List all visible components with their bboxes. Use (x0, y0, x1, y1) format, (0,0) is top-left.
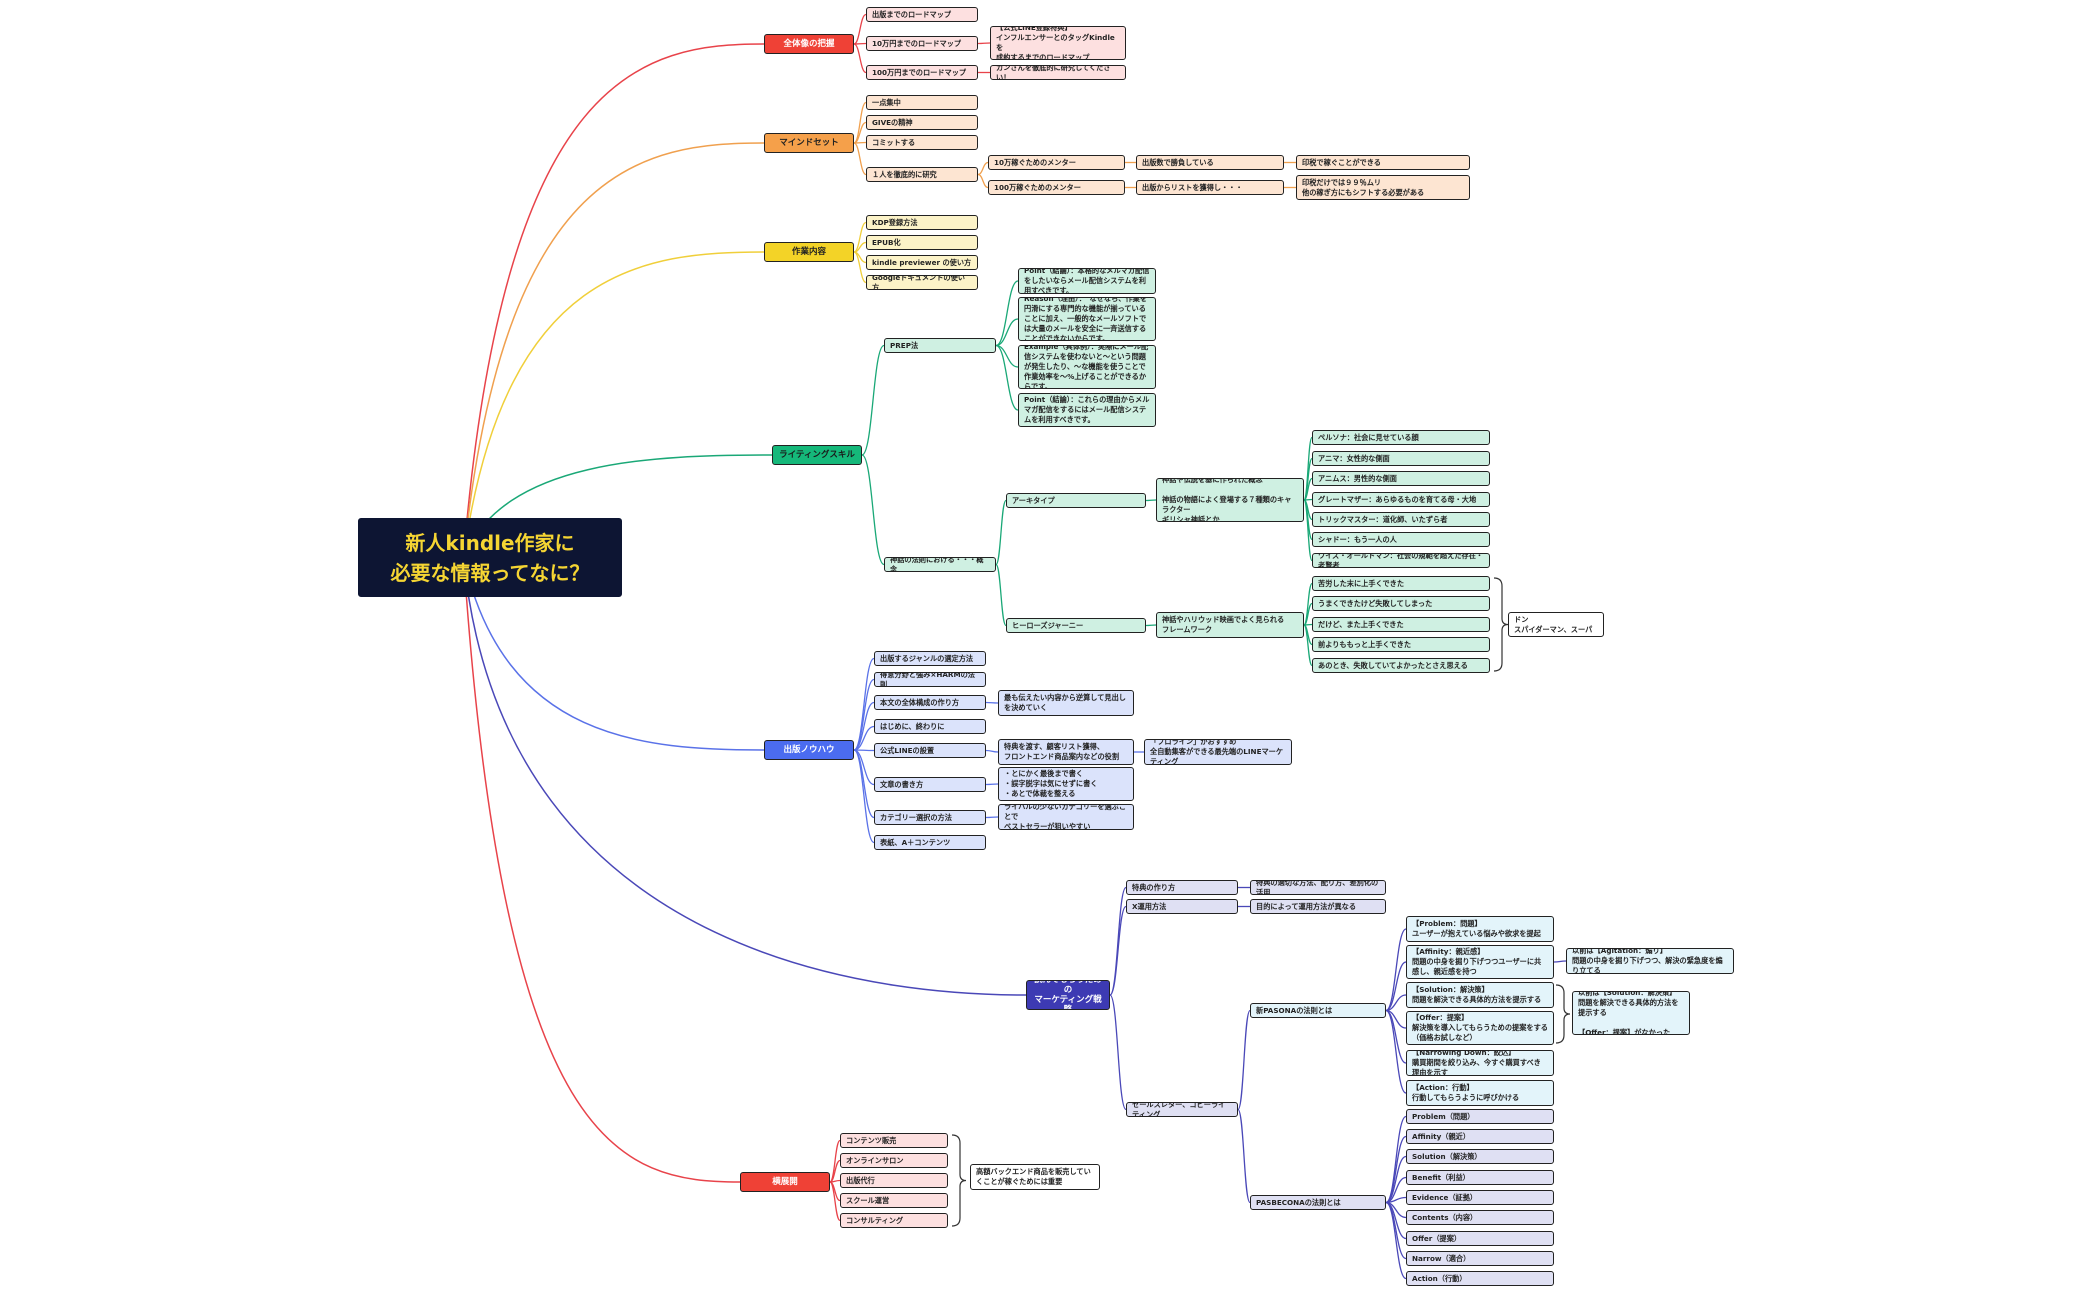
mind-mentor-10[interactable]: 10万稼ぐためのメンター (988, 155, 1125, 170)
mind-mentor-10-sub2[interactable]: 印税で稼ぐことができる (1296, 155, 1470, 170)
myth-hero[interactable]: ヒーローズジャーニー (1006, 618, 1146, 633)
market-bonus-sub[interactable]: 特典の適切な方法、配り方、差別化の活用 (1250, 880, 1386, 895)
writing-myth[interactable]: 神話の法則における・・・概念 (884, 557, 996, 572)
zentai-item-2[interactable]: 10万円までのロードマップ (866, 36, 978, 51)
know-item-2[interactable]: 得意分野と強み×HARMの法則 (874, 672, 986, 687)
kitei-item-5[interactable]: コンサルティング (840, 1213, 948, 1228)
zentai-line-bonus[interactable]: 【公式LINE登録特典】 インフルエンサーとのタッグKindleを 成約するまで… (990, 26, 1126, 60)
know-item-7[interactable]: カテゴリー選択の方法 (874, 810, 986, 825)
sagyo-item-1[interactable]: KDP登録方法 (866, 215, 978, 230)
know-line-sub[interactable]: 特典を渡す、顧客リスト獲得、 フロントエンド商品案内などの役割 (998, 739, 1134, 765)
pasona-title[interactable]: 新PASONAの法則とは (1250, 1003, 1386, 1018)
pasona-old-note[interactable]: 以前は【Solution：解決策】 問題を解決できる具体的方法を提示する 【Of… (1572, 991, 1690, 1035)
pasbecona-3[interactable]: Solution（解決策） (1406, 1149, 1554, 1164)
kitei-summary[interactable]: 高額バックエンド商品を販売していくことが稼ぐためには重要 (970, 1164, 1100, 1190)
market-x[interactable]: X運用方法 (1126, 899, 1238, 914)
pasbecona-5[interactable]: Evidence（証拠） (1406, 1190, 1554, 1205)
pasbecona-9[interactable]: Action（行動） (1406, 1271, 1554, 1286)
prep-example[interactable]: Example（具体例）：実際にメール配信システムを使わないと〜という問題が発生… (1018, 345, 1156, 389)
know-item-8[interactable]: 表紙、A＋コンテンツ (874, 835, 986, 850)
mind-mentor-100-sub2[interactable]: 印税だけでは９９％ムリ 他の稼ぎ方にもシフトする必要がある (1296, 175, 1470, 200)
pasbecona-1[interactable]: Problem（問題） (1406, 1109, 1554, 1124)
archetype-1[interactable]: ペルソナ：社会に見せている顔 (1312, 430, 1490, 445)
pasona-6[interactable]: 【Action：行動】 行動してもらうように呼びかける (1406, 1080, 1554, 1106)
know-structure-sub[interactable]: 最も伝えたい内容から逆算して見出しを決めていく (998, 690, 1134, 716)
pasona-1[interactable]: 【Problem：問題】 ユーザーが抱えている悩みや欲求を提起 (1406, 916, 1554, 942)
branch-zentai[interactable]: 全体像の把握 (764, 34, 854, 54)
mind-mentor-100-sub[interactable]: 出版からリストを獲得し・・・ (1136, 180, 1284, 195)
zentai-kan[interactable]: カンさんを徹底的に研究してください！ (990, 65, 1126, 80)
writing-prep[interactable]: PREP法 (884, 338, 996, 353)
central-topic[interactable]: 新人kindle作家に 必要な情報ってなに？ (358, 518, 622, 597)
market-x-sub[interactable]: 目的によって運用方法が異なる (1250, 899, 1386, 914)
hero-3[interactable]: だけど、また上手くできた (1312, 617, 1490, 632)
pasona-agitation-note[interactable]: 以前は【Agitation：煽り】 問題の中身を掘り下げつつ、解決の緊急度を煽り… (1566, 948, 1734, 974)
prep-reason[interactable]: Reason（理由）： なぜなら、作業を円滑にする専門的な機能が揃っていることに… (1018, 297, 1156, 341)
archetype-5[interactable]: トリックマスター：道化師、いたずら者 (1312, 512, 1490, 527)
kitei-item-1[interactable]: コンテンツ販売 (840, 1133, 948, 1148)
sagyo-item-2[interactable]: EPUB化 (866, 235, 978, 250)
know-writing-sub[interactable]: ・とにかく最後まで書く ・誤字脱字は気にせずに書く ・あとで体裁を整える (998, 767, 1134, 801)
know-item-1[interactable]: 出版するジャンルの選定方法 (874, 651, 986, 666)
mind-mentor-10-sub[interactable]: 出版数で勝負している (1136, 155, 1284, 170)
prep-point-2[interactable]: Point（結論）：これらの理由からメルマガ配信をするにはメール配信システムを利… (1018, 393, 1156, 427)
know-category-sub[interactable]: ライバルの少ないカテゴリーを選ぶことで ベストセラーが狙いやすい (998, 804, 1134, 830)
pasbecona-4[interactable]: Benefit（利益） (1406, 1170, 1554, 1185)
know-proline[interactable]: 「プロライン」がおすすめ 全自動集客ができる最先端のLINEマーケティング (1144, 739, 1292, 765)
pasbecona-6[interactable]: Contents（内容） (1406, 1210, 1554, 1225)
branch-writing[interactable]: ライティングスキル (772, 445, 862, 465)
mind-item-1[interactable]: 一点集中 (866, 95, 978, 110)
archetype-3[interactable]: アニムス：男性的な側面 (1312, 471, 1490, 486)
branch-kitei[interactable]: 横展開 (740, 1172, 830, 1192)
hero-desc[interactable]: 神話やハリウッド映画でよく見られる フレームワーク (1156, 612, 1304, 638)
pasbecona-2[interactable]: Affinity（親近） (1406, 1129, 1554, 1144)
know-item-3[interactable]: 本文の全体構成の作り方 (874, 695, 986, 710)
archetype-7[interactable]: ワイズ・オールドマン：社会の規範を超えた存在・老賢者 (1312, 553, 1490, 568)
pasona-3[interactable]: 【Solution：解決策】 問題を解決できる具体的方法を提示する (1406, 982, 1554, 1008)
branch-know[interactable]: 出版ノウハウ (764, 740, 854, 760)
kitei-item-2[interactable]: オンラインサロン (840, 1153, 948, 1168)
mind-item-4[interactable]: １人を徹底的に研究 (866, 167, 978, 182)
know-item-4[interactable]: はじめに、終わりに (874, 719, 986, 734)
pasbecona-7[interactable]: Offer（提案） (1406, 1231, 1554, 1246)
know-item-6[interactable]: 文章の書き方 (874, 777, 986, 792)
prep-point[interactable]: Point（結論）：本格的なメルマガ配信をしたいならメール配信システムを利用すべ… (1018, 268, 1156, 294)
market-bonus[interactable]: 特典の作り方 (1126, 880, 1238, 895)
archetype-4[interactable]: グレートマザー：あらゆるものを育てる母・大地 (1312, 492, 1490, 507)
archetype-6[interactable]: シャドー：もう一人の人 (1312, 532, 1490, 547)
mind-item-2[interactable]: GIVEの精神 (866, 115, 978, 130)
sagyo-item-4[interactable]: Googleドキュメントの使い方 (866, 275, 978, 290)
hero-5[interactable]: あのとき、失敗していてよかったとさえ思える (1312, 658, 1490, 673)
market-sales[interactable]: セールスレター、コピーライティング (1126, 1102, 1238, 1117)
pasona-2[interactable]: 【Affinity：親近感】 問題の中身を掘り下げつつユーザーに共感し、親近感を… (1406, 945, 1554, 979)
branch-mind[interactable]: マインドセット (764, 133, 854, 153)
pasona-4[interactable]: 【Offer：提案】 解決策を導入してもらうための提案をする（価格お試しなど） (1406, 1011, 1554, 1045)
hero-2[interactable]: うまくできたけど失敗してしまった (1312, 596, 1490, 611)
archetype-2[interactable]: アニマ：女性的な側面 (1312, 451, 1490, 466)
kitei-item-4[interactable]: スクール運営 (840, 1193, 948, 1208)
branch-market[interactable]: 読んでもらうための マーケティング戦略 (1026, 980, 1110, 1010)
kitei-item-3[interactable]: 出版代行 (840, 1173, 948, 1188)
myth-archetype[interactable]: アーキタイプ (1006, 493, 1146, 508)
zentai-item-1[interactable]: 出版までのロードマップ (866, 7, 978, 22)
pasbecona-8[interactable]: Narrow（適合） (1406, 1251, 1554, 1266)
sagyo-item-3[interactable]: kindle previewer の使い方 (866, 255, 978, 270)
zentai-item-3[interactable]: 100万円までのロードマップ (866, 65, 978, 80)
hero-1[interactable]: 苦労した末に上手くできた (1312, 576, 1490, 591)
pasbecona-title[interactable]: PASBECONAの法則とは (1250, 1195, 1386, 1210)
hero-examples[interactable]: タイタニック、アルマゲドン スパイダーマン、スーパーマン (1508, 612, 1604, 637)
archetype-desc[interactable]: 神話や伝説を基に作られた概念 神話の物語によく登場する７種類のキャラクター ギリ… (1156, 478, 1304, 522)
know-item-5[interactable]: 公式LINEの設置 (874, 743, 986, 758)
mind-item-3[interactable]: コミットする (866, 135, 978, 150)
branch-sagyo[interactable]: 作業内容 (764, 242, 854, 262)
hero-4[interactable]: 前よりももっと上手くできた (1312, 637, 1490, 652)
mind-mentor-100[interactable]: 100万稼ぐためのメンター (988, 180, 1125, 195)
pasona-5[interactable]: 【Narrowing Down：絞込】 購買期間を絞り込み、今すぐ購買すべき理由… (1406, 1050, 1554, 1076)
